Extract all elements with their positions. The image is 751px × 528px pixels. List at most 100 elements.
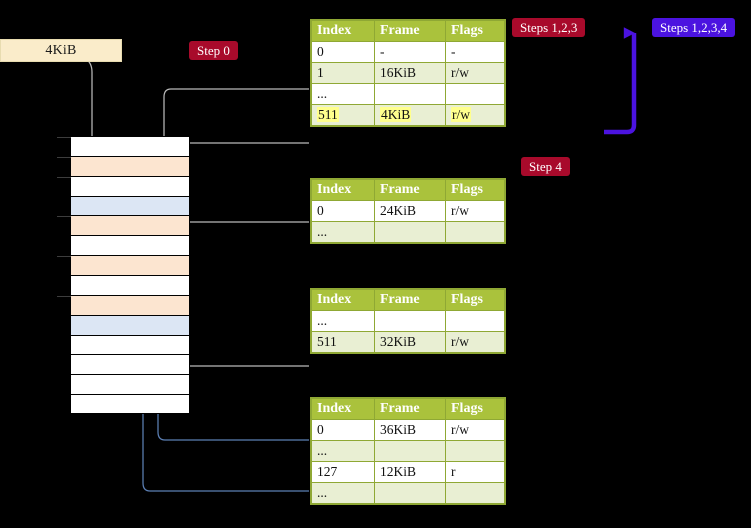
cell-frame: 32KiB — [374, 331, 446, 353]
label-step-4: Step 4 — [521, 157, 570, 176]
memory-frame-2 — [57, 175, 190, 196]
memory-frame-13 — [70, 394, 190, 414]
memory-frame-tick-6 — [57, 256, 71, 258]
label-steps-1234: Steps 1,2,3,4 — [652, 18, 736, 37]
column-header-flags: Flags — [445, 20, 505, 42]
connector-t2row0-to-frame6 — [173, 221, 309, 261]
column-header-frame: Frame — [374, 20, 446, 42]
memory-frame-3 — [70, 195, 190, 216]
memory-frame-tick-1 — [57, 156, 71, 158]
cell-index: 0 — [311, 419, 375, 441]
cell-flags: r — [445, 461, 505, 483]
memory-frame-tick-2 — [57, 176, 71, 178]
highlight-mark: r/w — [451, 107, 471, 122]
connector-t3row511-to-frame8 — [172, 314, 309, 367]
cell-flags: r/w — [445, 331, 505, 353]
table-row[interactable]: ... — [311, 440, 505, 462]
cell-index: 0 — [311, 200, 375, 222]
cell-frame — [374, 221, 446, 243]
connector-t1row511-to-frame1 — [166, 142, 309, 154]
memory-frame-7 — [70, 275, 190, 295]
memory-frame-0 — [57, 136, 190, 156]
memory-frame-9 — [70, 314, 190, 335]
cell-index: ... — [311, 482, 375, 504]
cell-flags — [445, 83, 505, 105]
cell-frame: 24KiB — [374, 200, 446, 222]
cell-index: 511 — [311, 104, 375, 126]
size-label-box: 4KiB — [0, 39, 122, 62]
table-row[interactable]: ... — [311, 83, 505, 105]
cell-flags: r/w — [445, 104, 505, 126]
highlight-mark: 4KiB — [380, 107, 412, 122]
cell-flags: r/w — [445, 419, 505, 441]
label-steps-123: Steps 1,2,3 — [512, 18, 586, 37]
label-step-0: Step 0 — [189, 41, 238, 60]
purple-step-arrow — [604, 27, 637, 135]
cell-flags: - — [445, 41, 505, 63]
cell-index: 1 — [311, 62, 375, 84]
cell-index: 127 — [311, 461, 375, 483]
memory-frame-tick-8 — [57, 295, 71, 297]
cell-frame — [374, 440, 446, 462]
column-header-frame: Frame — [374, 289, 446, 311]
column-header-index: Index — [311, 398, 375, 420]
cell-index: 0 — [311, 41, 375, 63]
cell-frame: 36KiB — [374, 419, 446, 441]
column-header-index: Index — [311, 289, 375, 311]
arrow-steps-loop — [604, 27, 637, 135]
column-header-index: Index — [311, 179, 375, 201]
table-row[interactable]: 511 4KiB r/w — [311, 104, 505, 126]
table-row[interactable]: 0-- — [311, 41, 505, 63]
cell-frame — [374, 310, 446, 332]
memory-frame-1 — [57, 155, 190, 176]
column-header-flags: Flags — [445, 398, 505, 420]
cell-index: ... — [311, 310, 375, 332]
cell-frame — [374, 482, 446, 504]
memory-frame-8 — [57, 294, 190, 315]
table-row[interactable]: ... — [311, 221, 505, 243]
column-header-flags: Flags — [445, 179, 505, 201]
memory-frame-tick-0 — [57, 137, 71, 138]
cell-flags — [445, 221, 505, 243]
cell-frame — [374, 83, 446, 105]
memory-frame-tick-4 — [57, 216, 71, 218]
column-header-frame: Frame — [374, 398, 446, 420]
column-header-index: Index — [311, 20, 375, 42]
memory-frame-5 — [70, 235, 190, 256]
memory-frame-10 — [70, 334, 190, 355]
label-steps-1234-text: Steps 1,2,3,4 — [660, 19, 728, 35]
cell-flags — [445, 440, 505, 462]
cell-flags: r/w — [445, 62, 505, 84]
cell-frame: - — [374, 41, 446, 63]
cell-index: 511 — [311, 331, 375, 353]
memory-frame-11 — [70, 354, 190, 375]
table-row[interactable]: ... — [311, 310, 505, 332]
size-label-text: 4KiB — [45, 42, 77, 58]
memory-frame-6 — [57, 255, 190, 275]
label-steps-123-text: Steps 1,2,3 — [520, 19, 578, 35]
cell-frame: 4KiB — [374, 104, 446, 126]
cell-index: ... — [311, 440, 375, 462]
column-header-flags: Flags — [445, 289, 505, 311]
memory-frame-4 — [57, 215, 190, 236]
label-step-4-text: Step 4 — [529, 158, 562, 174]
cell-flags — [445, 310, 505, 332]
cell-index: ... — [311, 221, 375, 243]
cell-flags: r/w — [445, 200, 505, 222]
table-row[interactable]: ... — [311, 482, 505, 504]
cell-frame: 12KiB — [374, 461, 446, 483]
column-header-frame: Frame — [374, 179, 446, 201]
highlight-mark: 511 — [317, 107, 339, 122]
